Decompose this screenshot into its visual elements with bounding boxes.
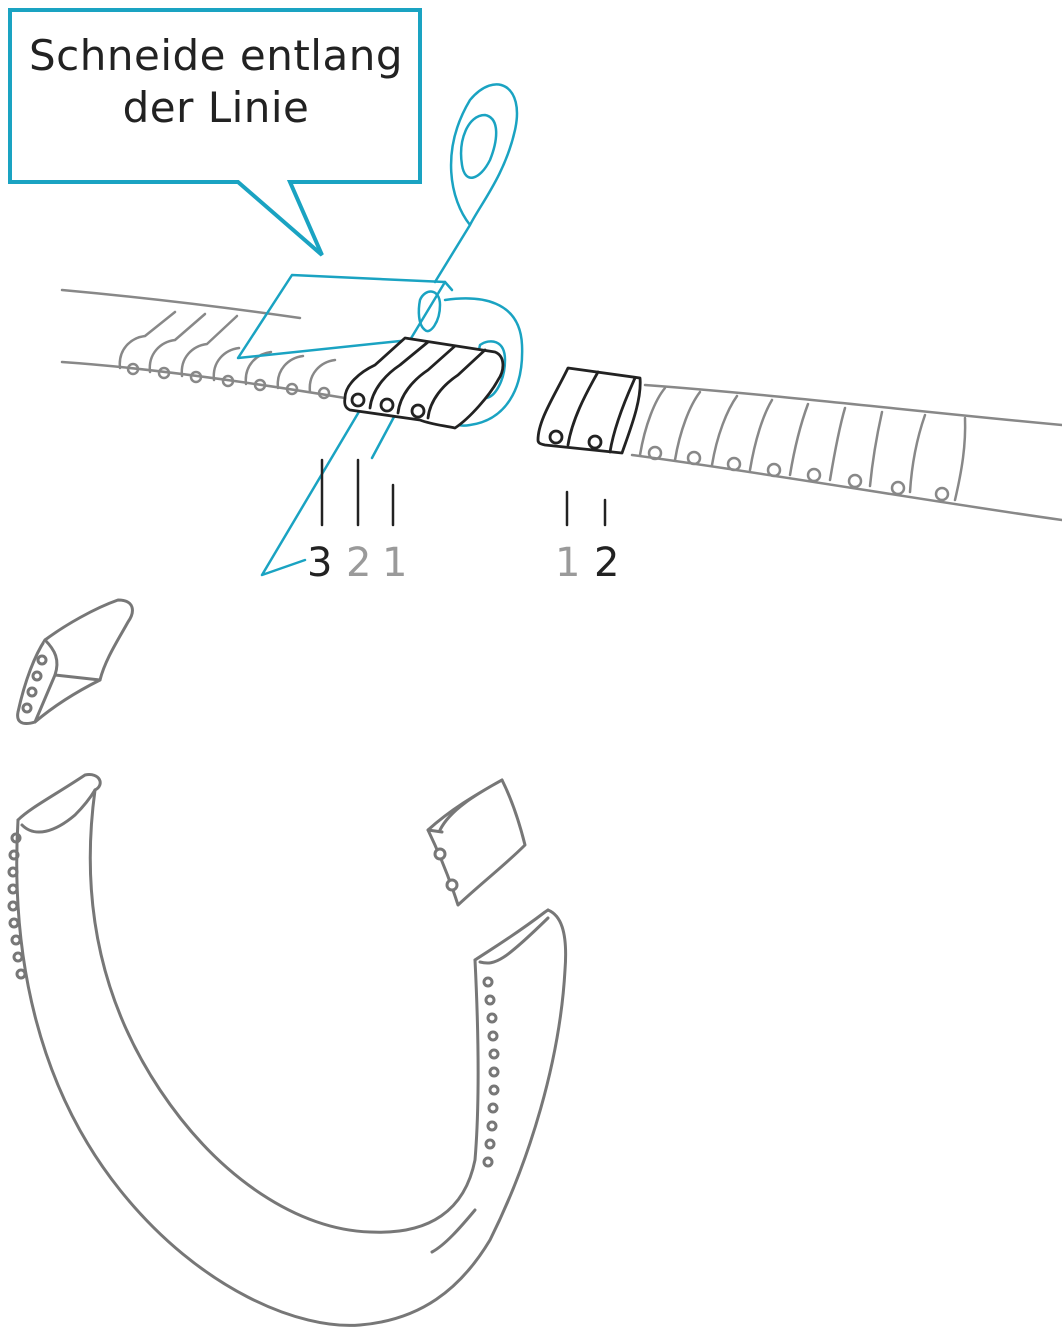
callout-line-2: der Linie <box>12 82 420 134</box>
label-left-1: 1 <box>382 540 407 586</box>
cut-piece-right <box>538 368 640 453</box>
label-right-1: 1 <box>555 540 580 586</box>
band-right-section <box>632 385 1062 520</box>
removed-piece-right <box>428 780 525 905</box>
label-right-2: 2 <box>594 540 619 586</box>
band-left-section <box>62 290 345 398</box>
label-left-3: 3 <box>307 540 332 586</box>
label-ticks <box>322 460 605 525</box>
cut-piece-left <box>345 338 503 428</box>
removed-piece-left <box>18 600 133 724</box>
label-left-2: 2 <box>346 540 371 586</box>
callout-text: Schneide entlang der Linie <box>12 30 420 134</box>
callout-line-1: Schneide entlang <box>12 30 420 82</box>
